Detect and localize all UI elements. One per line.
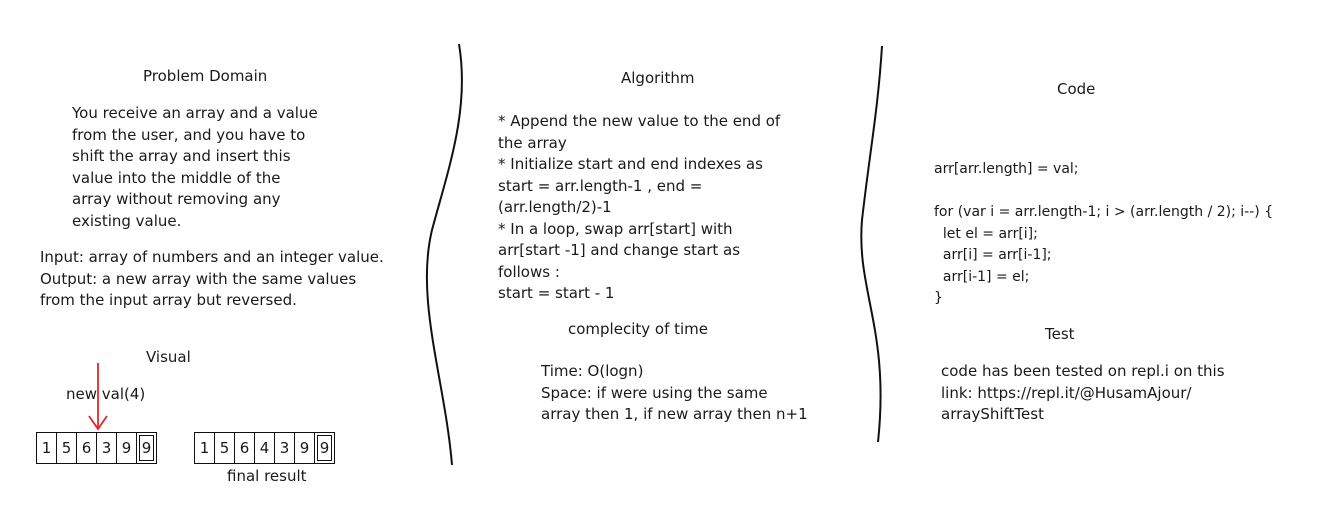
complexity-line: Space: if were using the same	[541, 383, 768, 402]
io-line: from the input array but reversed.	[40, 291, 297, 309]
array-cell: 3	[96, 432, 116, 464]
array-cell: 9	[294, 432, 314, 464]
test-text: code has been tested on repl.i on this l…	[941, 361, 1225, 426]
code-line: for (var i = arr.length-1; i > (arr.leng…	[934, 204, 1274, 220]
test-line: link: https://repl.it/@HusamAjour/	[941, 383, 1192, 402]
algorithm-step: start = arr.length-1 , end =	[498, 176, 703, 195]
problem-description-line: value into the middle of the	[72, 168, 281, 187]
complexity-title: complecity of time	[568, 320, 709, 338]
test-line: arrayShiftTest	[941, 405, 1044, 423]
io-line: Output: a new array with the same values	[40, 269, 357, 288]
visual-title: Visual	[146, 348, 191, 366]
divider-right	[860, 45, 883, 443]
array-cell: 4	[254, 432, 274, 464]
array-cell: 6	[76, 432, 96, 464]
result-caption: final result	[227, 467, 307, 485]
array-cell: 5	[214, 432, 234, 464]
code-line	[934, 181, 1273, 203]
code-line: arr[i-1] = el;	[934, 268, 1030, 285]
array-cell: 5	[56, 432, 76, 464]
problem-description-line: from the user, and you have to	[72, 125, 306, 144]
problem-description-line: array without removing any	[72, 190, 281, 208]
array-cell: 9	[116, 432, 136, 464]
problem-description-line: You receive an array and a value	[72, 104, 318, 122]
code-block: arr[arr.length] = val; for (var i = arr.…	[934, 159, 1273, 310]
algorithm-step: follows :	[498, 262, 560, 281]
algorithm-steps: * Append the new value to the end of the…	[498, 111, 780, 305]
result-array: 1 5 6 4 3 9 9	[194, 432, 335, 464]
algorithm-step: * Initialize start and end indexes as	[498, 155, 763, 173]
new-val-label: new val(4)	[66, 385, 146, 403]
algorithm-step: * Append the new value to the end of	[498, 112, 781, 130]
code-title: Code	[1057, 80, 1096, 98]
array-cell: 1	[36, 432, 56, 464]
algorithm-step: * In a loop, swap arr[start] with	[498, 219, 733, 238]
code-line: arr[arr.length] = val;	[934, 161, 1079, 177]
problem-description-line: existing value.	[72, 211, 182, 230]
complexity-line: array then 1, if new array then n+1	[541, 405, 808, 423]
problem-domain-title: Problem Domain	[143, 67, 268, 85]
algorithm-title: Algorithm	[621, 69, 695, 87]
array-cell: 9	[136, 432, 157, 464]
array-cell: 6	[234, 432, 254, 464]
complexity-line: Time: O(logn)	[541, 362, 644, 380]
algorithm-step: start = start - 1	[498, 284, 615, 302]
problem-description-line: shift the array and insert this	[72, 147, 291, 165]
array-cell: 9	[314, 432, 335, 464]
algorithm-step: the array	[498, 133, 567, 152]
code-line: }	[934, 290, 943, 306]
insert-arrow	[88, 363, 108, 431]
input-array: 1 5 6 3 9 9	[36, 432, 157, 464]
algorithm-step: (arr.length/2)-1	[498, 198, 612, 216]
io-line: Input: array of numbers and an integer v…	[40, 248, 384, 266]
code-line: let el = arr[i];	[934, 225, 1038, 242]
algorithm-step: arr[start -1] and change start as	[498, 241, 741, 259]
code-line: arr[i] = arr[i-1];	[934, 247, 1052, 263]
divider-left	[425, 43, 463, 466]
complexity-text: Time: O(logn) Space: if were using the s…	[541, 361, 808, 426]
array-cell: 3	[274, 432, 294, 464]
problem-description: You receive an array and a value from th…	[72, 103, 318, 232]
input-output-text: Input: array of numbers and an integer v…	[40, 247, 384, 312]
test-title: Test	[1045, 325, 1075, 343]
test-line: code has been tested on repl.i on this	[941, 362, 1225, 380]
array-cell: 1	[194, 432, 214, 464]
